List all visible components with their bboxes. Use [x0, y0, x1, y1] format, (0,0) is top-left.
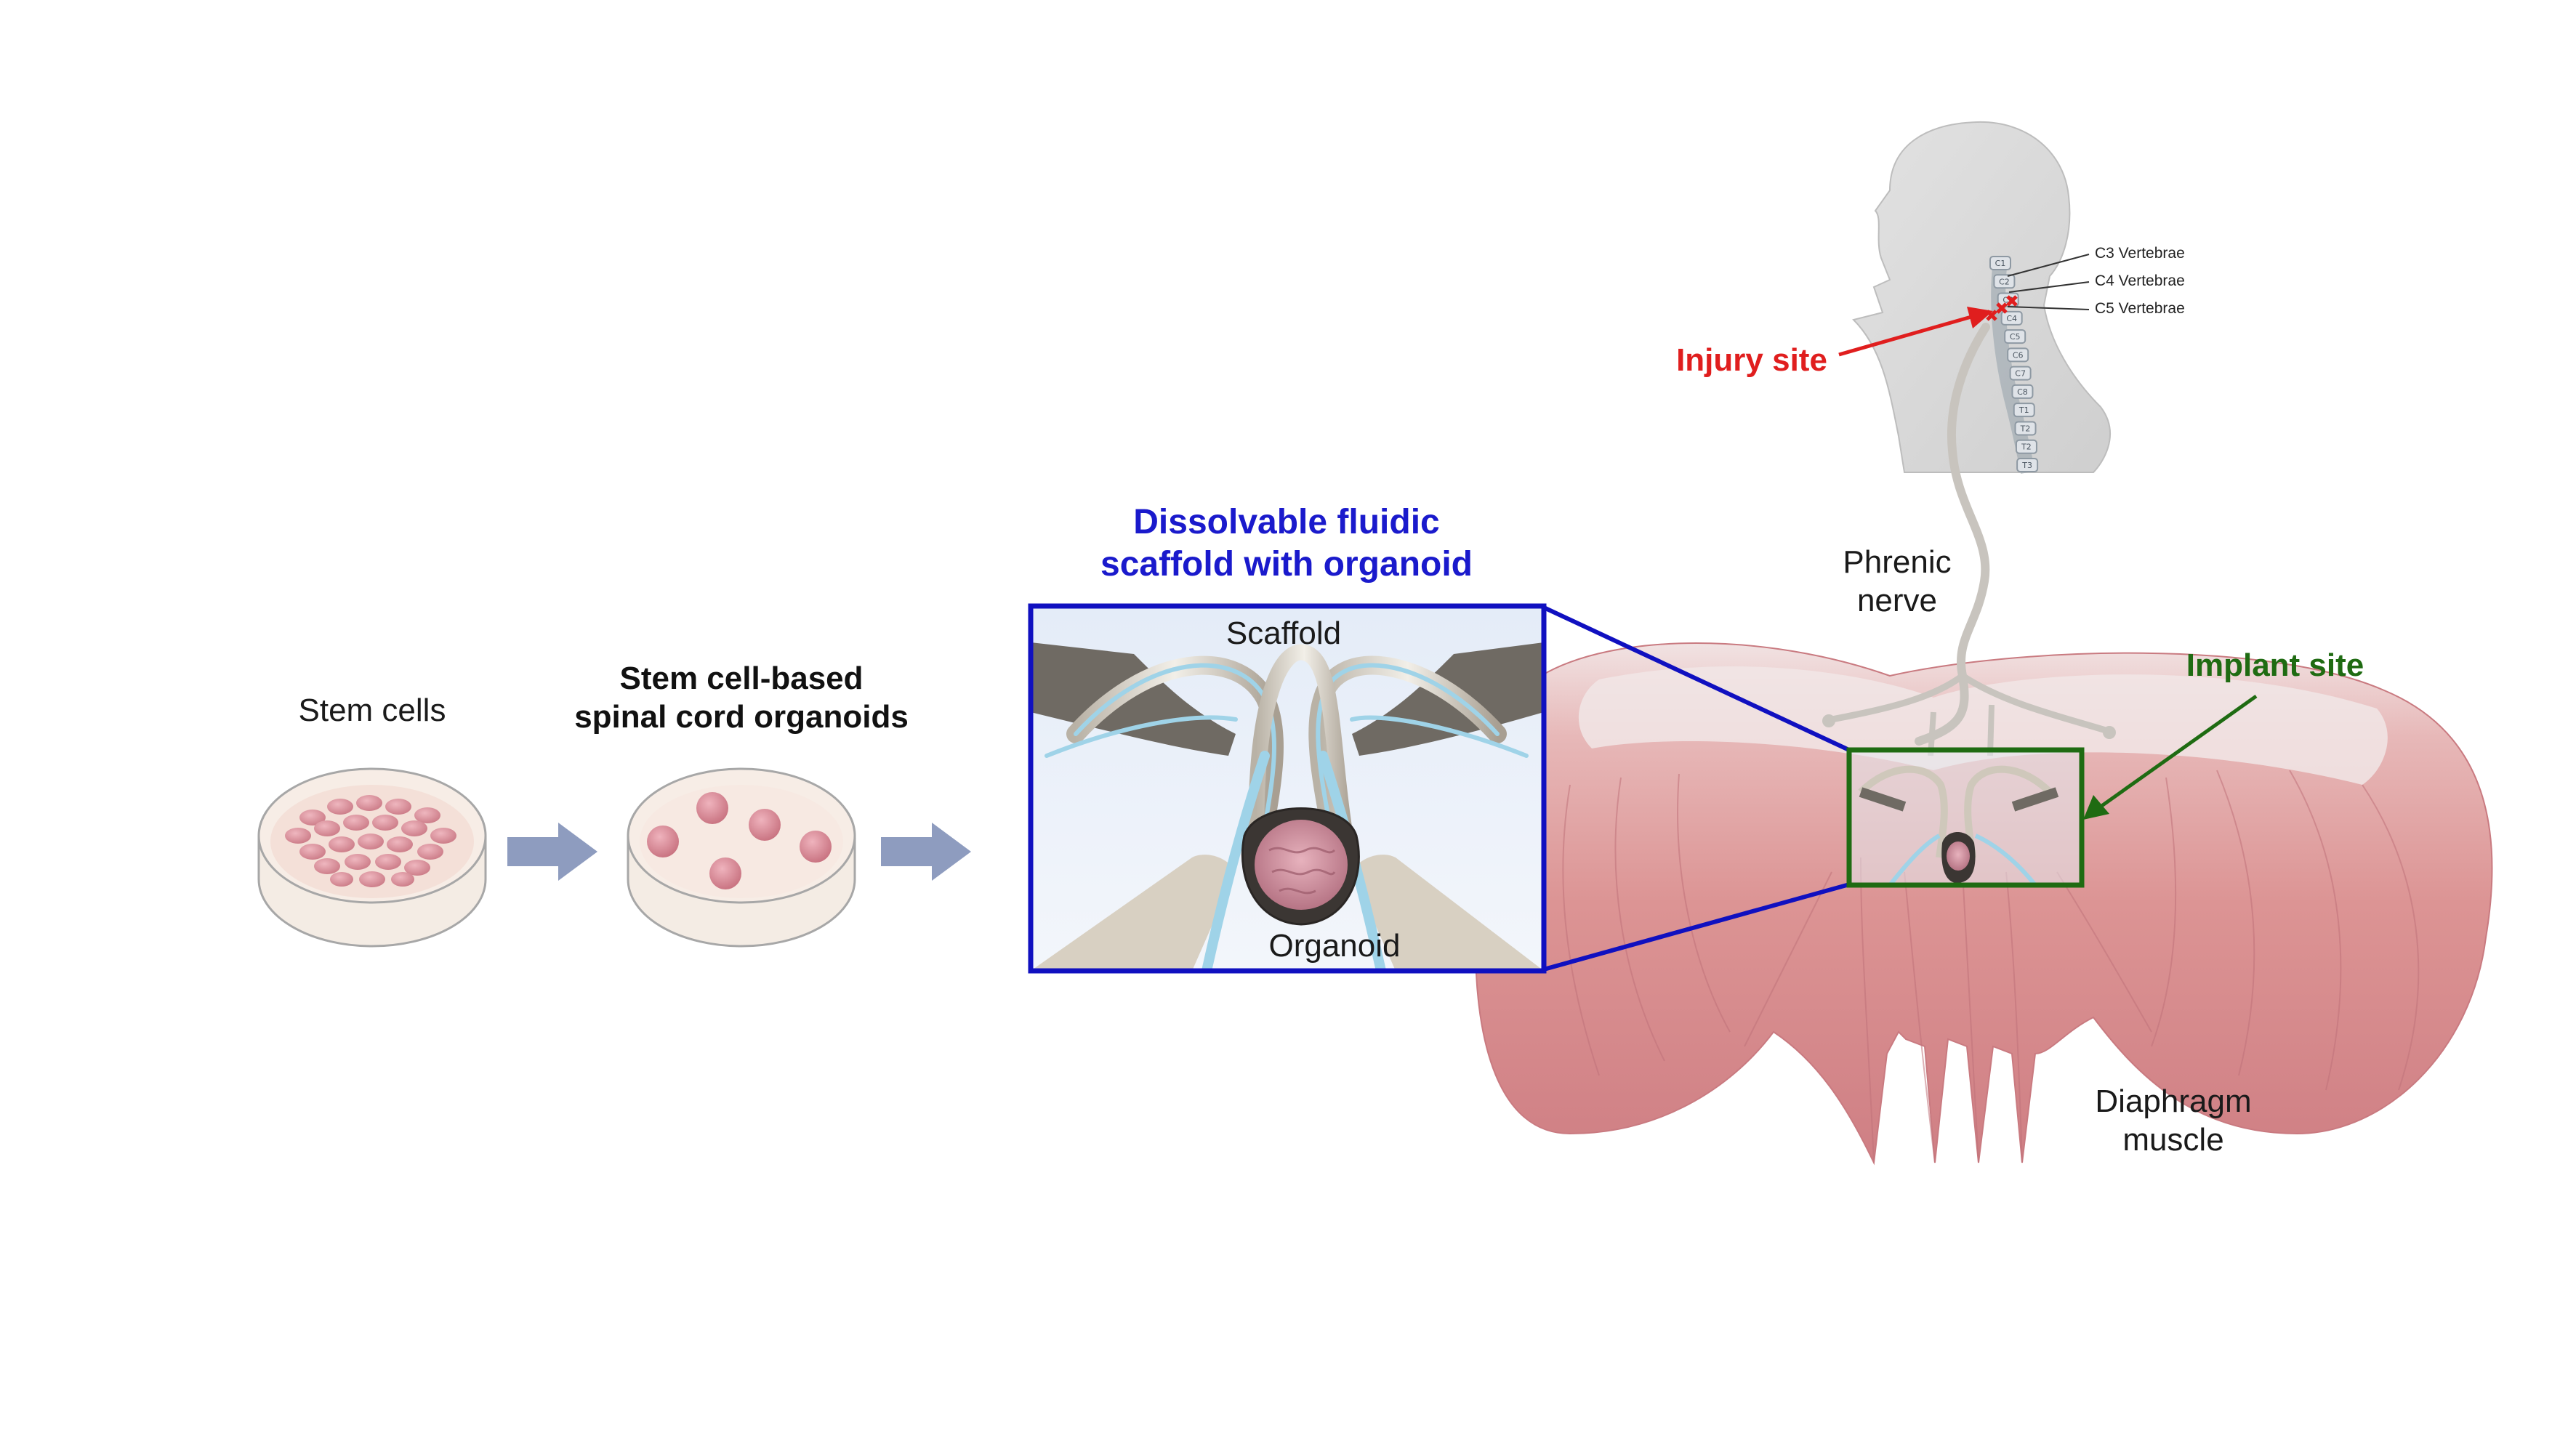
organoids-label: Stem cell-based spinal cord organoids — [567, 660, 916, 737]
phrenic-nerve-label: Phrenic nerve — [1817, 544, 1977, 621]
vertebra-label: C5 — [2010, 332, 2021, 342]
diaphragm-muscle-illustration — [1474, 642, 2493, 1166]
vertebra-6 — [2007, 347, 2029, 363]
vertebra-5 — [2004, 329, 2026, 344]
vertebra-8 — [2011, 384, 2034, 399]
vertebra-1 — [1989, 256, 2011, 270]
vertebra-label: C4 — [2006, 314, 2017, 323]
injury-marks — [1986, 295, 2018, 321]
arrow-right-icon — [881, 823, 971, 881]
stem-cells-label: Stem cells — [298, 693, 446, 728]
organoid-body — [1255, 820, 1348, 910]
diaphragm-muscle-label: Diaphragm muscle — [2064, 1083, 2282, 1160]
scaffold-label: Scaffold — [1225, 615, 1342, 651]
scaffold-panel-title: Dissolvable fluidic scaffold with organo… — [1047, 501, 1526, 585]
implant-site-box — [1846, 747, 2085, 888]
vertebra-label: T2 — [2020, 424, 2031, 433]
phrenic-label-line1: Phrenic — [1843, 544, 1952, 580]
stem-cells-dish — [257, 767, 487, 948]
scaffold-title-line2: scaffold with organoid — [1100, 544, 1473, 584]
zoom-connector-lines — [1542, 605, 1853, 972]
vertebra-label: T3 — [2021, 461, 2032, 470]
c5-vertebrae-label: C5 Vertebrae — [2095, 300, 2185, 317]
organoids-label-line1: Stem cell-based — [619, 661, 864, 696]
phrenic-nerve — [1915, 323, 1990, 746]
arrow-right-icon — [507, 823, 597, 881]
injury-site-label: Injury site — [1676, 342, 1827, 378]
injury-arrow — [1838, 307, 1993, 357]
organoid-spheres — [647, 792, 832, 889]
vertebra-label: C6 — [2013, 350, 2024, 360]
stem-cell-cluster — [285, 795, 456, 887]
vertebra-label: T1 — [2018, 405, 2029, 415]
organoids-dish — [627, 767, 856, 948]
scaffold-title-line1: Dissolvable fluidic — [1133, 503, 1440, 541]
vertebra-4 — [2000, 310, 2023, 326]
vertebra-label: C7 — [2015, 369, 2026, 379]
phrenic-label-line2: nerve — [1856, 582, 1938, 618]
diaphragm-label-line2: muscle — [2122, 1121, 2224, 1158]
c3-vertebrae-label: C3 Vertebrae — [2095, 245, 2185, 262]
vertebra-label: T2 — [2021, 443, 2032, 452]
c4-vertebrae-label: C4 Vertebrae — [2095, 273, 2185, 289]
organoid-label: Organoid — [1268, 928, 1401, 964]
vertebra-label: C8 — [2017, 387, 2028, 397]
organoids-label-line2: spinal cord organoids — [574, 698, 909, 735]
implant-arrow — [2083, 694, 2258, 820]
vertebra-label: C2 — [1999, 277, 2010, 286]
vertebra-2 — [1993, 274, 2016, 289]
vertebra-12 — [2016, 458, 2039, 472]
vertebra-11 — [2015, 439, 2037, 454]
vertebra-9 — [2013, 403, 2035, 418]
diaphragm-label-line1: Diaphragm — [2095, 1083, 2252, 1119]
vertebra-7 — [2009, 366, 2032, 381]
vertebra-label: C1 — [1995, 259, 2006, 268]
implant-site-label: Implant site — [2186, 647, 2364, 683]
vertebra-10 — [2014, 421, 2037, 436]
scaffold-zoom-panel — [1028, 603, 1547, 974]
